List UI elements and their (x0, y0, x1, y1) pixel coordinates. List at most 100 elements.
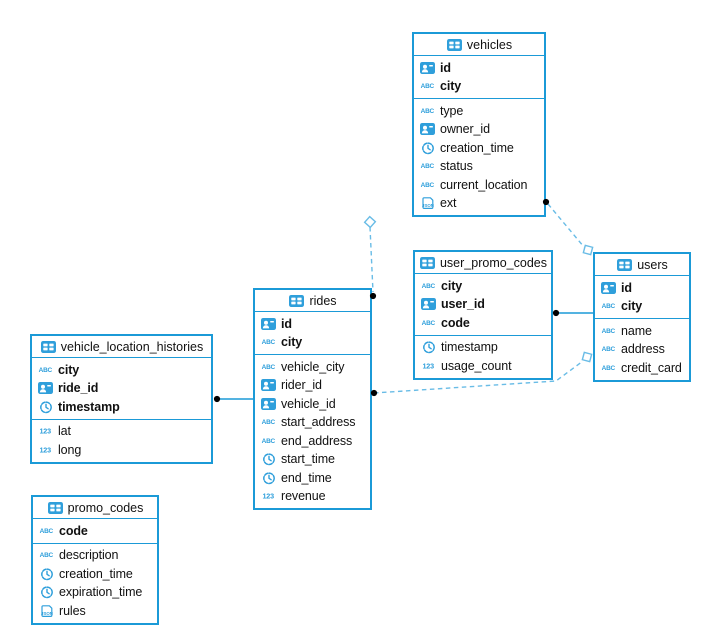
table-name: users (637, 257, 668, 272)
column-promo_codes-expiration_time[interactable]: expiration_time (33, 583, 157, 602)
column-promo_codes-creation_time[interactable]: creation_time (33, 565, 157, 584)
json-icon: JSON (38, 604, 55, 618)
text-icon: ABC (261, 437, 276, 445)
column-promo_codes-rules[interactable]: JSON rules (33, 602, 157, 621)
table-icon (616, 258, 633, 271)
table-name: promo_codes (67, 500, 144, 515)
text-icon: ABC (420, 181, 435, 189)
text-icon: ABC (261, 338, 276, 346)
column-label: type (440, 103, 464, 118)
column-vehicles-owner_id[interactable]: owner_id (414, 120, 544, 139)
table-header-rides[interactable]: rides (255, 290, 370, 312)
column-rides-id[interactable]: id (255, 315, 370, 334)
table-name: rides (309, 293, 337, 308)
time-icon (420, 340, 437, 354)
column-label: id (440, 60, 451, 75)
column-label: end_address (281, 433, 353, 448)
column-label: id (621, 280, 632, 295)
text-icon: ABC (601, 364, 616, 372)
column-rides-rider_id[interactable]: rider_id (255, 376, 370, 395)
column-vehicles-id[interactable]: id (414, 59, 544, 78)
column-rides-start_time[interactable]: start_time (255, 450, 370, 469)
text-icon: ABC (420, 107, 435, 115)
text-icon: ABC (420, 162, 435, 170)
column-rides-vehicle_id[interactable]: vehicle_id (255, 395, 370, 414)
column-label: vehicle_city (281, 359, 345, 374)
text-icon: ABC (38, 366, 53, 374)
column-user_promo_codes-timestamp[interactable]: timestamp (415, 338, 551, 357)
time-icon (38, 585, 55, 599)
table-header-users[interactable]: users (595, 254, 689, 276)
column-user_promo_codes-user_id[interactable]: user_id (415, 295, 551, 314)
text-icon: ABC (39, 551, 54, 559)
svg-text:JSON: JSON (41, 611, 53, 616)
text-icon: ABC (261, 363, 276, 371)
column-label: vehicle_id (281, 396, 336, 411)
column-label: long (58, 442, 82, 457)
text-icon: ABC (39, 527, 54, 535)
user-id-icon (260, 379, 277, 392)
table-header-user_promo_codes[interactable]: user_promo_codes (415, 252, 551, 274)
column-label: start_time (281, 452, 335, 467)
column-rides-end_address[interactable]: ABC end_address (255, 432, 370, 451)
column-label: city (621, 299, 643, 314)
user-id-icon (260, 317, 277, 330)
table-header-vehicles[interactable]: vehicles (414, 34, 544, 56)
column-label: end_time (281, 470, 332, 485)
column-label: usage_count (441, 358, 512, 373)
column-vehicle_location_histories-ride_id[interactable]: ride_id (32, 379, 211, 398)
table-header-vehicle_location_histories[interactable]: vehicle_location_histories (32, 336, 211, 358)
column-users-id[interactable]: id (595, 279, 689, 298)
column-label: status (440, 159, 473, 174)
table-header-promo_codes[interactable]: promo_codes (33, 497, 157, 519)
column-label: rider_id (281, 378, 322, 393)
column-label: creation_time (59, 566, 133, 581)
column-vehicle_location_histories-long[interactable]: 123 long (32, 441, 211, 460)
relationship-vehicles-users (547, 203, 585, 248)
column-vehicle_location_histories-timestamp[interactable]: timestamp (32, 398, 211, 417)
column-vehicles-creation_time[interactable]: creation_time (414, 139, 544, 158)
column-vehicles-status[interactable]: ABC status (414, 157, 544, 176)
user-id-icon (260, 397, 277, 410)
column-vehicles-type[interactable]: ABC type (414, 102, 544, 121)
table-icon (47, 501, 64, 514)
column-rides-vehicle_city[interactable]: ABC vehicle_city (255, 358, 370, 377)
column-label: rules (59, 603, 86, 618)
number-icon: 123 (39, 445, 52, 454)
column-label: expiration_time (59, 585, 143, 600)
column-label: lat (58, 424, 71, 439)
column-label: name (621, 323, 652, 338)
text-icon: ABC (261, 418, 276, 426)
table-name: vehicle_location_histories (60, 339, 204, 354)
column-rides-end_time[interactable]: end_time (255, 469, 370, 488)
